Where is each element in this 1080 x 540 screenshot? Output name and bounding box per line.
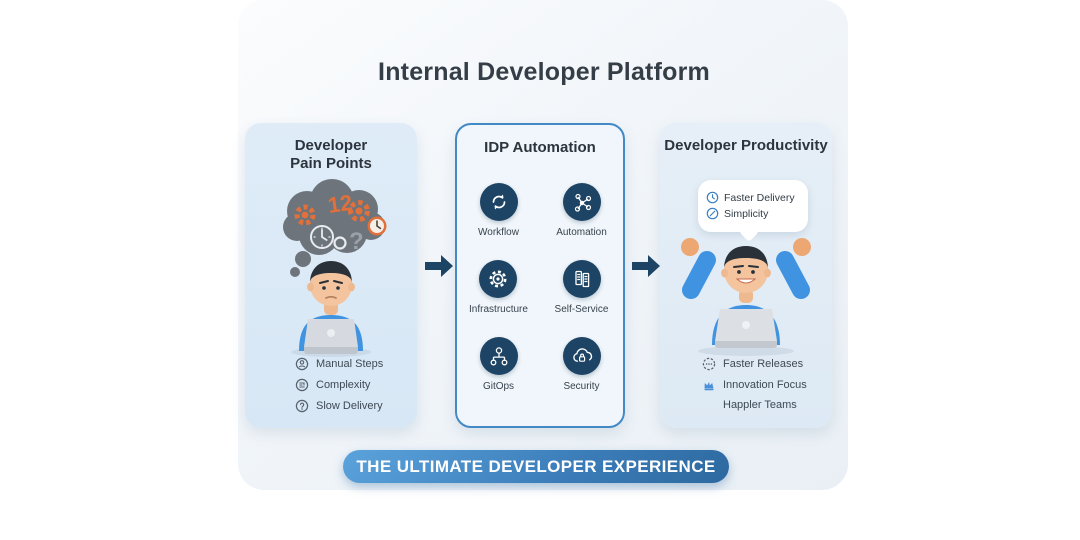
maze-circle-icon [295, 378, 309, 392]
nodes-icon [562, 183, 601, 221]
idp-feature: GitOps [479, 337, 518, 392]
bubble-item-label: Simplicity [724, 207, 769, 220]
pain-points-list: Manual Steps Complexity Slow Delivery [245, 357, 417, 420]
bubble-item-label: Faster Delivery [724, 191, 795, 204]
list-item: Faster Releases [702, 357, 832, 371]
idp-feature-label: Automation [556, 227, 607, 238]
idp-automation-panel: IDP Automation Workflow [455, 123, 625, 428]
question-mark: ? [349, 228, 364, 255]
list-item: Manual Steps [295, 357, 417, 371]
idp-feature-label: Workflow [478, 227, 519, 238]
pain-title-line1: Developer [294, 137, 368, 154]
idp-feature-label: Security [563, 381, 600, 392]
ellipsis-circle-icon [702, 357, 716, 371]
idp-feature-grid: Workflow Automation [457, 183, 623, 392]
clock-circle-icon [706, 191, 719, 204]
page-title: Internal Developer Platform [378, 58, 710, 86]
crown-icon [704, 382, 714, 391]
pain-panel-title: Developer Pain Points [245, 137, 417, 173]
thought-cloud-illustration: 12 ? [283, 179, 387, 277]
happy-developer-illustration [681, 238, 811, 356]
idp-feature: Automation [556, 183, 607, 238]
list-item: Complexity [295, 378, 417, 392]
worried-developer-illustration [291, 261, 371, 357]
clock-outline-icon [310, 225, 334, 249]
pain-item-label: Manual Steps [316, 358, 384, 370]
prod-item-label: Innovation Focus [723, 379, 807, 391]
gear-icon [479, 260, 518, 298]
gauge-circle-icon [706, 207, 719, 220]
arrow-right-icon [425, 255, 453, 277]
prod-item-label: Happler Teams [723, 399, 797, 411]
branch-icon [479, 337, 518, 375]
productivity-list: Faster Releases Innovation Focus Happler… [660, 357, 832, 418]
refresh-icon [479, 183, 518, 221]
list-item: Slow Delivery [295, 399, 417, 413]
bubble-item: Simplicity [706, 207, 802, 220]
gear-icon [294, 204, 316, 226]
idp-feature: Infrastructure [469, 260, 528, 315]
banner: THE ULTIMATE DEVELOPER EXPERIENCE [343, 450, 729, 483]
small-circle [333, 236, 347, 250]
arrow-right-icon [632, 255, 660, 277]
idp-feature-label: Infrastructure [469, 304, 528, 315]
gear-icon [348, 200, 370, 222]
pain-title-line2: Pain Points [290, 155, 372, 172]
productivity-panel: Developer Productivity Faster Delivery S… [660, 123, 832, 428]
cloud-lock-icon [562, 337, 601, 375]
pain-item-label: Complexity [316, 379, 371, 391]
question-circle-icon [295, 399, 309, 413]
pain-points-panel: Developer Pain Points 12 [245, 123, 417, 428]
banner-label: THE ULTIMATE DEVELOPER EXPERIENCE [356, 456, 716, 476]
idp-feature: Self-Service [554, 260, 609, 315]
bubble-item: Faster Delivery [706, 191, 802, 204]
productivity-panel-title: Developer Productivity [664, 137, 828, 154]
list-item: Happler Teams [723, 399, 832, 411]
clock-icon [367, 216, 387, 236]
idp-panel-title: IDP Automation [484, 139, 596, 156]
server-icon [562, 260, 601, 298]
prod-item-label: Faster Releases [723, 358, 804, 370]
idp-feature: Workflow [478, 183, 519, 238]
idp-feature-label: GitOps [482, 381, 515, 392]
idp-feature-label: Self-Service [554, 304, 609, 315]
person-circle-icon [295, 357, 309, 371]
list-item: Innovation Focus [702, 378, 832, 392]
idp-feature: Security [562, 337, 601, 392]
speech-bubble: Faster Delivery Simplicity [698, 180, 808, 232]
pain-item-label: Slow Delivery [316, 400, 383, 412]
